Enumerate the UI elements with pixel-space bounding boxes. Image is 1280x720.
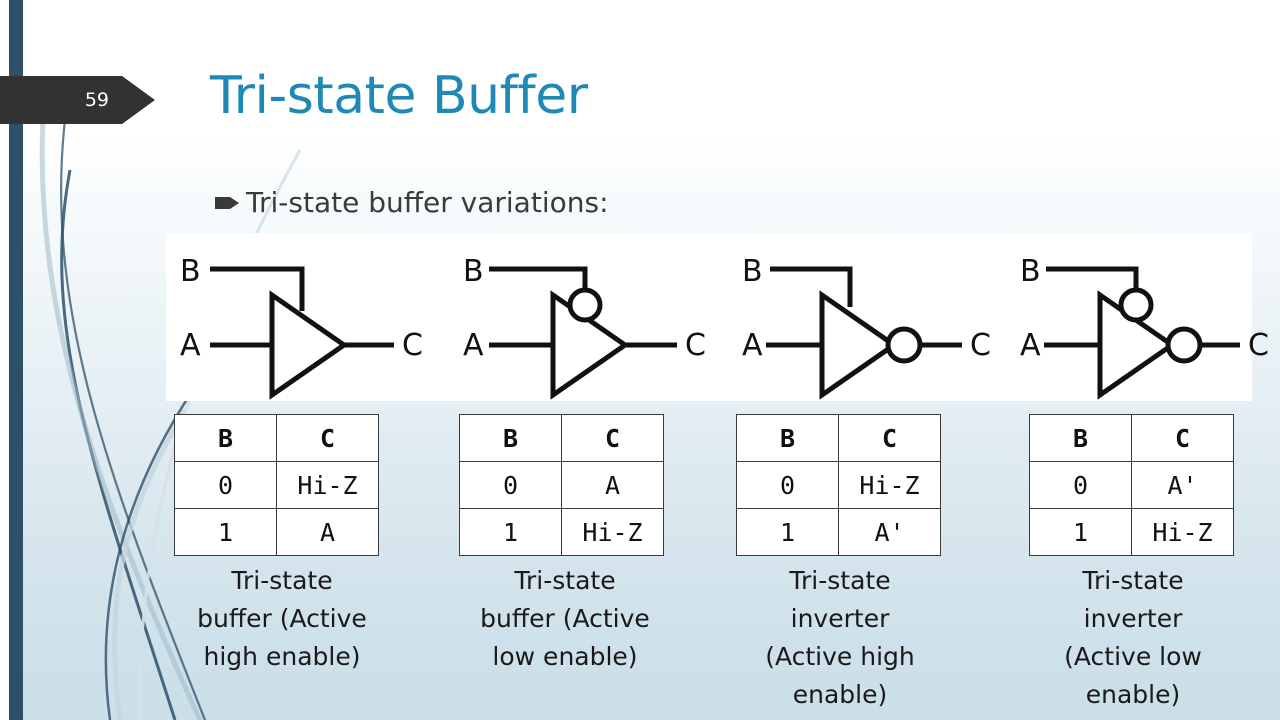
gate3-enable-label: B	[742, 254, 763, 289]
gate1-output-label: C	[402, 328, 423, 363]
truth-table-4: B C 0 A' 1 Hi-Z	[1029, 414, 1234, 556]
table3-r0-b: 0	[736, 461, 839, 509]
table2-r1-c: Hi-Z	[561, 508, 664, 556]
gate3-output-label: C	[970, 328, 991, 363]
table-header-row: B C	[174, 414, 379, 462]
left-white-strip	[0, 0, 9, 720]
gate2-output-label: C	[685, 328, 706, 363]
table1-header-b: B	[174, 414, 277, 462]
left-accent-bar	[9, 0, 23, 720]
bullet-text: Tri-state buffer variations:	[246, 186, 609, 219]
caption3-line3: (Active high	[765, 642, 915, 671]
table4-header-c: C	[1131, 414, 1234, 462]
caption-3: Tri-state inverter (Active high enable)	[725, 562, 955, 714]
caption1-line3: high enable)	[203, 642, 361, 671]
caption1-line2: buffer (Active	[197, 604, 367, 633]
table-row: 1 A'	[736, 508, 941, 556]
gate2-enable-bubble-icon	[567, 287, 603, 323]
table2-r1-b: 1	[459, 508, 562, 556]
gate-symbol-tri-state-buffer-active-low: B A C	[463, 254, 706, 400]
gate4-enable-bubble-icon	[1118, 287, 1154, 323]
table4-r0-c: A'	[1131, 461, 1234, 509]
table-row: 0 A	[459, 461, 664, 509]
table4-r1-b: 1	[1029, 508, 1132, 556]
table4-r1-c: Hi-Z	[1131, 508, 1234, 556]
gate4-input-label: A	[1020, 328, 1041, 363]
table2-r0-c: A	[561, 461, 664, 509]
table1-r1-c: A	[276, 508, 379, 556]
slide-number-text: 59	[84, 89, 109, 111]
diagram-panel: B A C B A C B A C	[166, 233, 1269, 401]
table-header-row: B C	[459, 414, 664, 462]
gate1-enable-label: B	[180, 254, 201, 289]
table4-r0-b: 0	[1029, 461, 1132, 509]
table-row: 0 A'	[1029, 461, 1234, 509]
gate-symbol-tri-state-inverter-active-high: B A C	[742, 254, 991, 400]
table1-r0-c: Hi-Z	[276, 461, 379, 509]
table3-r0-c: Hi-Z	[838, 461, 941, 509]
gate-symbol-tri-state-inverter-active-low: B A C	[1020, 254, 1269, 400]
caption3-line2: inverter	[790, 604, 890, 633]
caption-4: Tri-state inverter (Active low enable)	[1018, 562, 1248, 714]
truth-tables-row: B C 0 Hi-Z 1 A B C 0 A 1 Hi-Z	[0, 414, 1280, 556]
caption-2: Tri-state buffer (Active low enable)	[450, 562, 680, 676]
caption4-line1: Tri-state	[1082, 566, 1184, 595]
caption1-line1: Tri-state	[231, 566, 333, 595]
table-row: 1 A	[174, 508, 379, 556]
table2-header-c: C	[561, 414, 664, 462]
table3-r1-b: 1	[736, 508, 839, 556]
gate3-output-bubble-icon	[885, 326, 923, 364]
slide-number-badge: 59	[0, 76, 155, 124]
bullet-row: Tri-state buffer variations:	[214, 186, 609, 219]
table-header-row: B C	[1029, 414, 1234, 462]
caption2-line2: buffer (Active	[480, 604, 650, 633]
gate4-output-label: C	[1248, 328, 1269, 363]
table3-header-b: B	[736, 414, 839, 462]
truth-table-3: B C 0 Hi-Z 1 A'	[736, 414, 941, 556]
caption2-line3: low enable)	[492, 642, 638, 671]
caption3-line1: Tri-state	[789, 566, 891, 595]
gate1-input-label: A	[180, 328, 201, 363]
caption2-line1: Tri-state	[514, 566, 616, 595]
table4-header-b: B	[1029, 414, 1132, 462]
table-row: 0 Hi-Z	[174, 461, 379, 509]
caption3-line4: enable)	[792, 680, 888, 709]
table1-header-c: C	[276, 414, 379, 462]
table3-r1-c: A'	[838, 508, 941, 556]
gate2-enable-label: B	[463, 254, 484, 289]
caption4-line4: enable)	[1085, 680, 1181, 709]
table1-r0-b: 0	[174, 461, 277, 509]
captions-row: Tri-state buffer (Active high enable) Tr…	[0, 562, 1280, 720]
table3-header-c: C	[838, 414, 941, 462]
gate3-input-label: A	[742, 328, 763, 363]
table1-r1-b: 1	[174, 508, 277, 556]
table-row: 1 Hi-Z	[1029, 508, 1234, 556]
pennant-bullet-icon	[215, 196, 239, 209]
table2-r0-b: 0	[459, 461, 562, 509]
gate4-enable-label: B	[1020, 254, 1041, 289]
caption-1: Tri-state buffer (Active high enable)	[167, 562, 397, 676]
table2-header-b: B	[459, 414, 562, 462]
truth-table-1: B C 0 Hi-Z 1 A	[174, 414, 379, 556]
table-header-row: B C	[736, 414, 941, 462]
page-title: Tri-state Buffer	[210, 66, 588, 126]
gate4-output-bubble-icon	[1165, 326, 1203, 364]
caption4-line3: (Active low	[1064, 642, 1202, 671]
truth-table-2: B C 0 A 1 Hi-Z	[459, 414, 664, 556]
table-row: 1 Hi-Z	[459, 508, 664, 556]
gate-symbol-tri-state-buffer-active-high: B A C	[180, 254, 423, 400]
table-row: 0 Hi-Z	[736, 461, 941, 509]
gate2-input-label: A	[463, 328, 484, 363]
caption4-line2: inverter	[1083, 604, 1183, 633]
